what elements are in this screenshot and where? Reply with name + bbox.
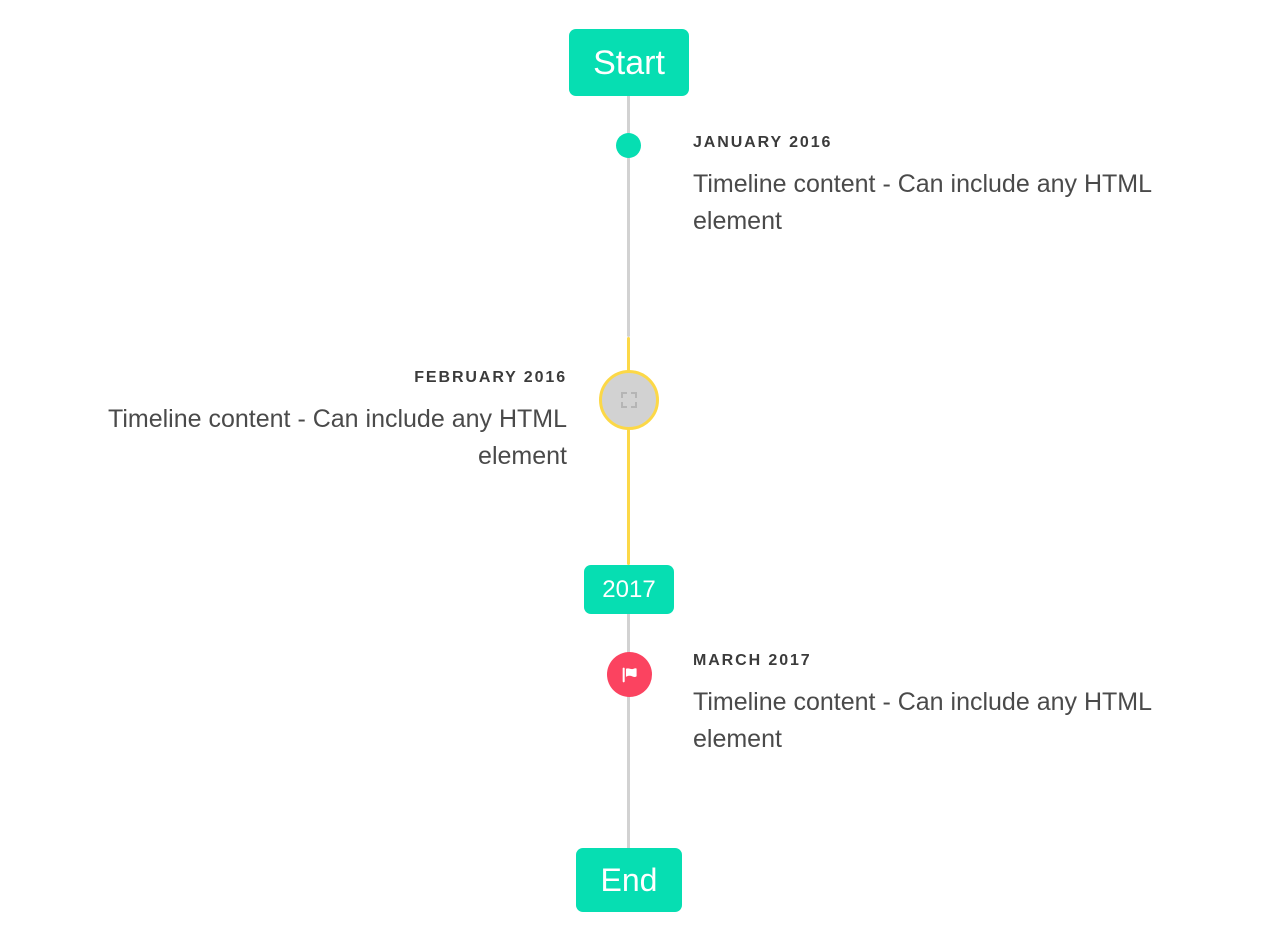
timeline-entry-body: Timeline content - Can include any HTML … [108, 405, 567, 471]
timeline-marker-flag-icon[interactable] [607, 652, 652, 697]
broken-image-icon [621, 392, 637, 408]
timeline-entry-body: Timeline content - Can include any HTML … [693, 688, 1152, 754]
timeline-line-segment-top [627, 93, 630, 337]
timeline-entry-label: FEBRUARY 2016 [414, 369, 567, 386]
flag-icon [622, 667, 637, 682]
timeline-start-badge[interactable]: Start [569, 29, 689, 96]
timeline-entry-january-2016: JANUARY 2016 Timeline content - Can incl… [693, 133, 1223, 240]
timeline-entry-march-2017: MARCH 2017 Timeline content - Can includ… [693, 651, 1223, 758]
timeline-marker-dot-icon[interactable] [616, 133, 641, 158]
timeline-entry-february-2016: FEBRUARY 2016 Timeline content - Can inc… [40, 368, 567, 475]
timeline-marker-broken-image-icon[interactable] [599, 370, 659, 430]
timeline-end-badge[interactable]: End [576, 848, 682, 912]
timeline-line-segment-highlighted [627, 337, 630, 565]
timeline-year-badge[interactable]: 2017 [584, 565, 674, 614]
timeline-line-segment-bottom [627, 613, 630, 851]
timeline-entry-label: JANUARY 2016 [693, 134, 833, 151]
timeline-entry-label: MARCH 2017 [693, 652, 812, 669]
timeline-entry-body: Timeline content - Can include any HTML … [693, 170, 1152, 236]
